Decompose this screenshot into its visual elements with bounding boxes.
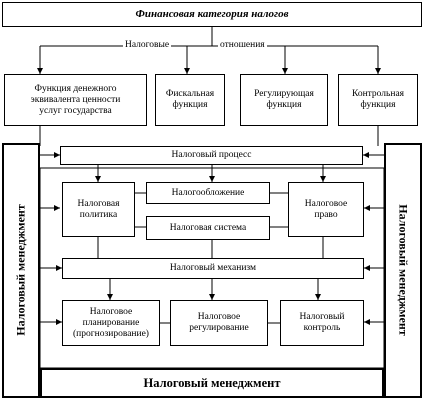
- function-equivalent-box: Функция денежного эквивалента ценности у…: [4, 74, 147, 126]
- management-left-label: Налоговый менеджмент: [13, 204, 29, 336]
- title-box: Финансовая категория налогов: [2, 2, 422, 27]
- management-right-label: Налоговый менеджмент: [395, 204, 411, 336]
- tax-process-box: Налоговый процесс: [60, 146, 363, 165]
- taxation-box: Налогообложение: [146, 182, 270, 204]
- tax-policy-box: Налоговая политика: [62, 182, 135, 237]
- management-bottom-box: Налоговый менеджмент: [40, 368, 384, 398]
- tax-mechanism-box: Налоговый механизм: [62, 258, 364, 279]
- function-control-box: Контрольная функция: [338, 74, 418, 126]
- function-regulating-box: Регулирующая функция: [240, 74, 328, 126]
- tax-law-box: Налоговое право: [288, 182, 364, 237]
- tax-control-box: Налоговый контроль: [280, 300, 364, 346]
- tax-planning-box: Налоговое планирование (прогнозирование): [62, 300, 160, 346]
- tax-regulation-box: Налоговое регулирование: [170, 300, 268, 346]
- relations-label-right: отношения: [218, 40, 267, 51]
- tax-system-box: Налоговая система: [146, 216, 270, 240]
- relations-label-left: Налоговые: [123, 40, 172, 51]
- function-fiscal-box: Фискальная функция: [155, 74, 225, 126]
